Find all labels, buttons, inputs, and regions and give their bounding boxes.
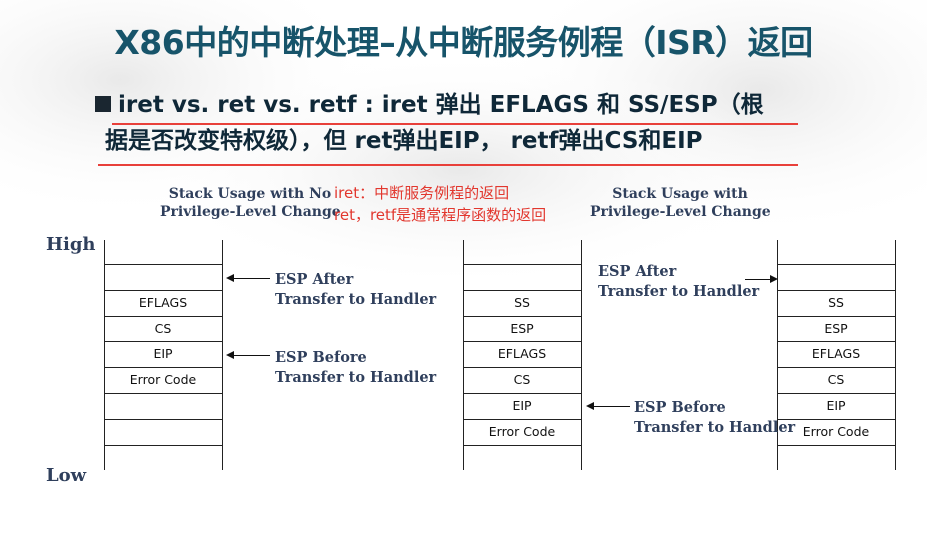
stack-cell: CS xyxy=(513,372,531,388)
stack-row-divider xyxy=(104,315,222,317)
stack-right-edge xyxy=(581,240,582,470)
bullet-square-icon xyxy=(95,95,111,112)
left-esp-after-label: ESP After Transfer to Handler xyxy=(275,271,437,308)
stack-row-divider xyxy=(463,393,581,394)
stack-row-divider xyxy=(104,367,222,369)
stack-cell: Error Code xyxy=(802,423,870,439)
stack-cell: CS xyxy=(154,320,172,336)
axis-high-label: High xyxy=(46,234,96,255)
stack-cell: EIP xyxy=(826,398,846,413)
stack-cell: ESP xyxy=(510,320,534,336)
stack-row-divider xyxy=(777,289,895,291)
stack-row-divider xyxy=(463,289,581,291)
stack-row-divider xyxy=(104,264,222,265)
arrow-head-icon xyxy=(586,402,594,410)
stack-row-divider xyxy=(104,289,222,291)
right-caption: Stack Usage with Privilege-Level Change xyxy=(590,186,771,220)
stack-cell: Error Code xyxy=(129,372,197,388)
stack-row-divider xyxy=(463,444,581,446)
annotation-line-2: ret，retf是通常程序函数的返回 xyxy=(334,206,547,224)
stack-left-edge xyxy=(104,240,105,470)
right-esp-before-label: ESP Before Transfer to Handler xyxy=(634,399,796,436)
left-esp-before-arrow xyxy=(232,355,270,356)
stack-cell: EFLAGS xyxy=(497,346,547,362)
stack-cell: ESP xyxy=(824,320,848,336)
annotation-line-1: iret：中断服务例程的返回 xyxy=(334,184,510,202)
bullet-point: iret vs. ret vs. retf : iret 弹出 EFLAGS 和… xyxy=(95,88,855,160)
right-esp-after-label: ESP After Transfer to Handler xyxy=(598,263,760,300)
bullet-line-2: 据是否改变特权级），但 ret弹出EIP， retf弹出CS和EIP xyxy=(105,128,703,154)
stack-right-edge xyxy=(895,240,896,470)
stack-row-divider xyxy=(777,444,895,446)
left-esp-before-label: ESP Before Transfer to Handler xyxy=(275,349,437,386)
stack-cell: EFLAGS xyxy=(138,294,188,310)
stack-cell: EFLAGS xyxy=(811,346,861,362)
stack-row-divider xyxy=(104,393,222,394)
stack-cell: EIP xyxy=(153,346,173,362)
stack-row-divider xyxy=(777,393,895,394)
stack-cell: EIP xyxy=(512,398,532,413)
bullet-line-1: iret vs. ret vs. retf : iret 弹出 EFLAGS 和… xyxy=(95,88,855,124)
left-caption: Stack Usage with No Privilege-Level Chan… xyxy=(160,186,341,220)
stack-row-divider xyxy=(463,367,581,369)
arrow-head-icon xyxy=(770,275,778,283)
stack-cell: CS xyxy=(827,372,845,388)
right-esp-after-arrow xyxy=(745,279,771,280)
stack-left-edge xyxy=(463,240,464,470)
left-esp-after-arrow xyxy=(232,278,270,279)
stack-cell: SS xyxy=(514,294,530,310)
stack-row-divider xyxy=(463,418,581,420)
arrow-head-icon xyxy=(226,351,234,359)
stack-row-divider xyxy=(104,341,222,343)
stack-row-divider xyxy=(777,418,895,420)
stack-cell: Error Code xyxy=(488,423,556,439)
stack-row-divider xyxy=(463,315,581,317)
stack-cell: SS xyxy=(828,294,844,310)
red-annotation: iret：中断服务例程的返回 ret，retf是通常程序函数的返回 xyxy=(334,182,546,226)
stack-row-divider xyxy=(104,418,222,420)
stack-row-divider xyxy=(777,341,895,343)
red-underline-1 xyxy=(112,123,798,125)
stack-row-divider xyxy=(463,264,581,265)
axis-low-label: Low xyxy=(46,465,87,486)
stack-row-divider xyxy=(777,367,895,369)
stack-row-divider xyxy=(777,264,895,265)
stack-row-divider xyxy=(104,444,222,446)
slide-title: X86中的中断处理–从中断服务例程（ISR）返回 xyxy=(114,23,813,62)
stack-left-edge xyxy=(777,240,778,470)
stack-row-divider xyxy=(777,315,895,317)
stack-row-divider xyxy=(463,341,581,343)
stack-right-edge xyxy=(222,240,223,470)
red-underline-2 xyxy=(98,164,798,166)
arrow-head-icon xyxy=(226,274,234,282)
right-esp-before-arrow xyxy=(592,406,630,407)
bullet-text-1: iret vs. ret vs. retf : iret 弹出 EFLAGS 和… xyxy=(118,92,764,118)
